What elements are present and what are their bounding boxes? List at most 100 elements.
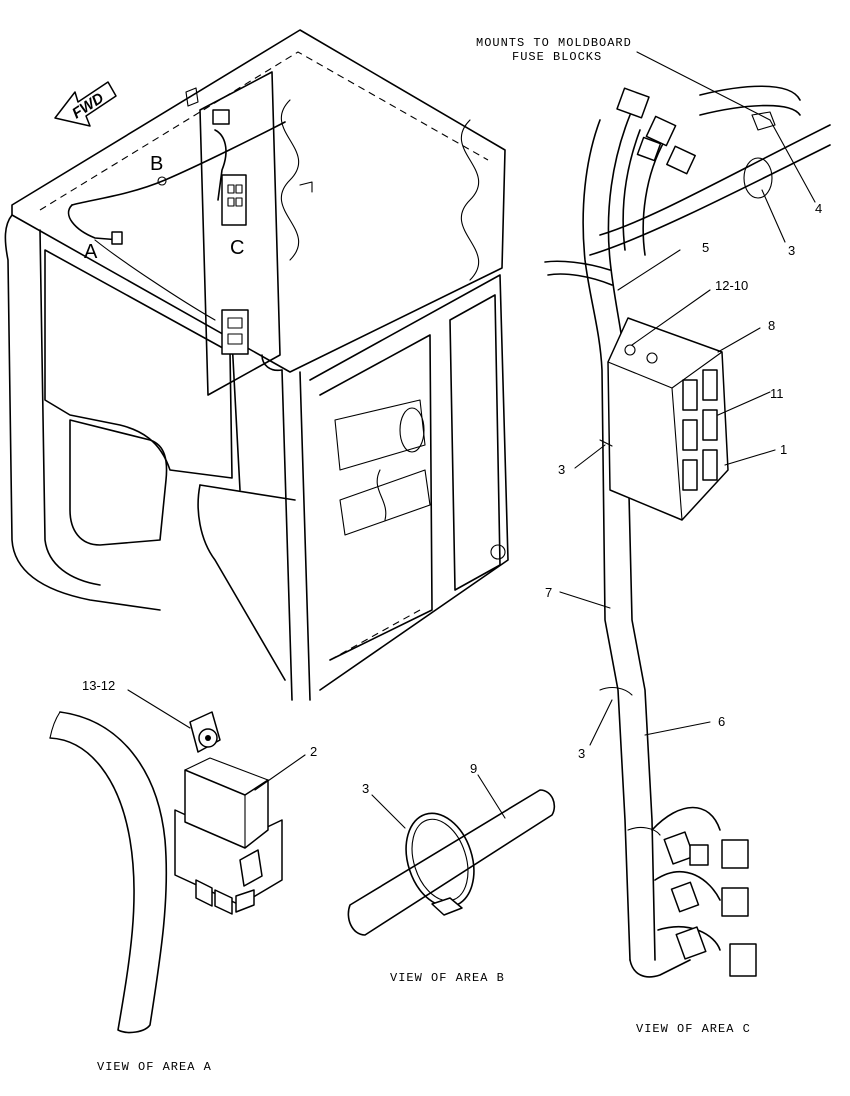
connector-upper-3 — [666, 145, 696, 175]
fwd-arrow: FWD — [54, 81, 117, 127]
relay-top — [184, 757, 269, 781]
connector-upper-4 — [636, 136, 662, 162]
tube-a-end — [49, 711, 61, 739]
cab-left-post — [4, 214, 161, 611]
fuse-slot-6 — [702, 449, 718, 481]
fuse-block-8 — [607, 317, 729, 521]
pillar-relay-2 — [227, 333, 243, 345]
cab-floor-dashed — [329, 609, 421, 661]
clip-4 — [751, 111, 776, 131]
clip-3-low — [599, 686, 633, 696]
roof-harness — [71, 121, 286, 206]
connector-lower-3 — [721, 839, 749, 869]
leader-12-10 — [631, 289, 711, 346]
cab-lower-left-frame — [197, 484, 286, 681]
cab-break-line — [460, 119, 480, 281]
fuse-block-front-edge — [671, 387, 683, 521]
harness-trunk-right — [607, 114, 656, 961]
seat-back — [334, 399, 426, 471]
rear-pillar-panel — [199, 71, 281, 396]
callout-3-top: 3 — [788, 243, 795, 258]
fuse-slot-5 — [682, 459, 698, 491]
fuse-block-bolt-1 — [624, 344, 636, 356]
clamp-3-b-inner — [411, 818, 469, 902]
callout-4: 4 — [815, 201, 822, 216]
interior-lever — [376, 469, 387, 521]
bolt-center — [205, 735, 211, 741]
connector-lower-5 — [721, 887, 749, 917]
clamp-tab — [431, 897, 463, 916]
tube-b — [347, 789, 556, 936]
relay-clip — [239, 849, 263, 887]
upper-hose-2 — [699, 104, 801, 116]
cab-roof-rim — [39, 51, 489, 211]
callout-9: 9 — [470, 761, 477, 776]
leader-11 — [717, 391, 771, 416]
pillar-harness — [214, 129, 227, 201]
callout-3-low: 3 — [578, 746, 585, 761]
harness-branch-1 — [622, 129, 641, 251]
relay-pin-2 — [214, 889, 233, 915]
harness-branch-2 — [642, 139, 666, 256]
area-letter-c: C — [230, 237, 244, 259]
view-area-b — [347, 789, 556, 936]
lower-loop-2 — [654, 870, 721, 901]
caption-view-b: VIEW OF AREA B — [390, 971, 505, 985]
cab-door-glass-right — [449, 294, 501, 591]
cab-door-glass-left — [319, 334, 433, 661]
roof-harness-drop — [67, 204, 121, 241]
labels: MOUNTS TO MOLDBOARD FUSE BLOCKS 4 3 5 12… — [82, 36, 822, 1074]
pillar-fuse-2 — [235, 184, 243, 194]
tube-lower-edge — [589, 144, 831, 256]
fuse-slot-1 — [682, 379, 698, 411]
connector-upper-1 — [616, 87, 650, 119]
top-bracket — [185, 87, 199, 107]
callout-12-10: 12-10 — [715, 278, 748, 293]
view-area-a — [49, 711, 283, 1034]
cab-door-frame — [309, 274, 509, 691]
cab-corner-post-inner — [299, 371, 311, 701]
pillar-relay-box — [221, 309, 249, 355]
callout-13-12: 13-12 — [82, 678, 115, 693]
connector-lower-6 — [675, 926, 707, 960]
pipe-stub-2 — [547, 273, 613, 286]
fuse-slot-4 — [702, 409, 718, 441]
leader-3-mid — [574, 444, 606, 469]
callout-6: 6 — [718, 714, 725, 729]
callout-11: 11 — [770, 386, 784, 401]
leader-1 — [724, 449, 776, 466]
roof-tab — [299, 181, 313, 193]
view-area-c — [544, 85, 831, 978]
door-latch — [490, 544, 506, 560]
leader-9 — [477, 774, 506, 819]
cab-left-lower-panel — [69, 419, 168, 546]
leader-3-low — [589, 699, 613, 746]
harness-tube-a — [49, 711, 168, 1034]
cab-left-window — [44, 249, 233, 479]
fuse-slot-3 — [682, 419, 698, 451]
connector-lower-7 — [729, 943, 757, 977]
leader-lines — [127, 51, 816, 829]
cab-assembly: FWD B A C — [4, 29, 509, 701]
note-line-2: FUSE BLOCKS — [512, 50, 602, 64]
callout-2: 2 — [310, 744, 317, 759]
harness-to-pillar — [94, 239, 216, 321]
leader-13-12 — [127, 689, 191, 729]
tube-upper-edge — [599, 124, 831, 236]
harness-trunk-left — [582, 119, 631, 961]
cab-left-post-inner — [39, 229, 101, 586]
leader-6 — [644, 721, 711, 736]
relay-pin-3 — [235, 889, 255, 913]
relay-a-small — [111, 231, 123, 245]
lower-loop-1 — [651, 806, 721, 831]
caption-view-a: VIEW OF AREA A — [97, 1060, 212, 1074]
leader-3-b — [371, 794, 406, 829]
connector-lower-1 — [663, 831, 695, 865]
callout-3-b: 3 — [362, 781, 369, 796]
seat-base — [339, 469, 431, 536]
pillar-base — [261, 354, 283, 372]
pillar-relay-1 — [227, 317, 243, 329]
leader-2 — [254, 754, 306, 791]
